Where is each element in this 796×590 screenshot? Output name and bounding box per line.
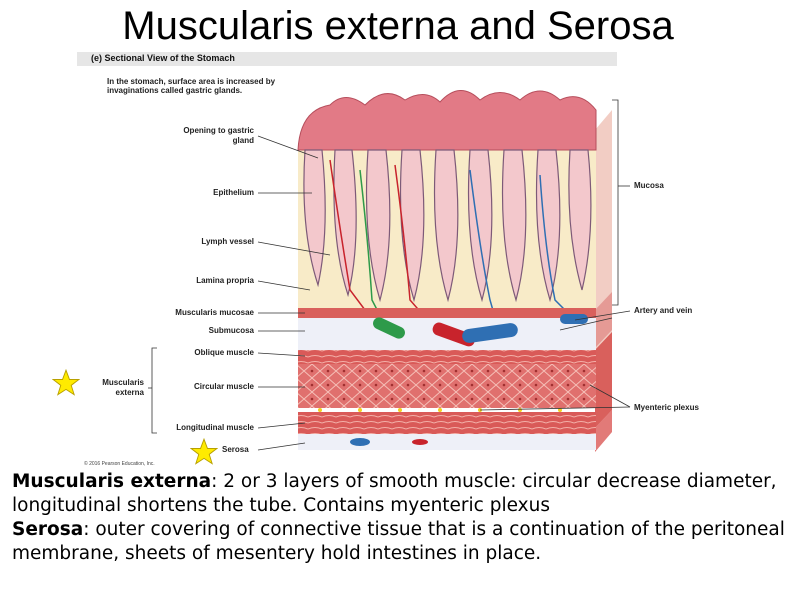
label-longitudinal-muscle: Longitudinal muscle [134, 423, 254, 432]
longitudinal-muscle-layer [298, 412, 596, 434]
paragraph-muscularis-externa: Muscularis externa: 2 or 3 layers of smo… [12, 470, 792, 518]
slide-body-text: Muscularis externa: 2 or 3 layers of smo… [12, 470, 792, 566]
gastric-glands [304, 150, 591, 300]
myenteric-plexus-dots [318, 408, 562, 412]
muscularis-mucosae-layer [298, 308, 596, 318]
label-mucosa: Mucosa [634, 181, 664, 190]
side-face [595, 110, 612, 452]
label-muscularis-mucosae: Muscularis mucosae [134, 308, 254, 317]
label-myenteric-plexus: Myenteric plexus [634, 403, 699, 412]
label-artery-and-vein: Artery and vein [634, 306, 692, 315]
label-lamina-propria: Lamina propria [154, 276, 254, 285]
circular-muscle-layer [298, 364, 596, 408]
label-muscularis-externa: Muscularis externa [84, 378, 144, 398]
serosa-layer [298, 434, 596, 450]
label-opening-gastric-gland: Opening to gastric gland [178, 126, 254, 146]
mucosal-surface [298, 90, 596, 150]
label-serosa: Serosa [222, 445, 249, 454]
star-icon-muscularis-externa [52, 369, 80, 397]
label-oblique-muscle: Oblique muscle [154, 348, 254, 357]
copyright: © 2016 Pearson Education, Inc. [84, 461, 155, 467]
term-muscularis-externa: Muscularis externa [12, 471, 211, 492]
label-lymph-vessel: Lymph vessel [154, 237, 254, 246]
label-circular-muscle: Circular muscle [154, 382, 254, 391]
oblique-muscle-layer [298, 350, 596, 364]
label-submucosa: Submucosa [154, 326, 254, 335]
label-epithelium: Epithelium [154, 188, 254, 197]
term-serosa: Serosa [12, 519, 83, 540]
paragraph-serosa: Serosa: outer covering of connective tis… [12, 518, 792, 566]
desc-serosa: : outer covering of connective tissue th… [12, 519, 785, 564]
star-icon-serosa [190, 438, 218, 466]
